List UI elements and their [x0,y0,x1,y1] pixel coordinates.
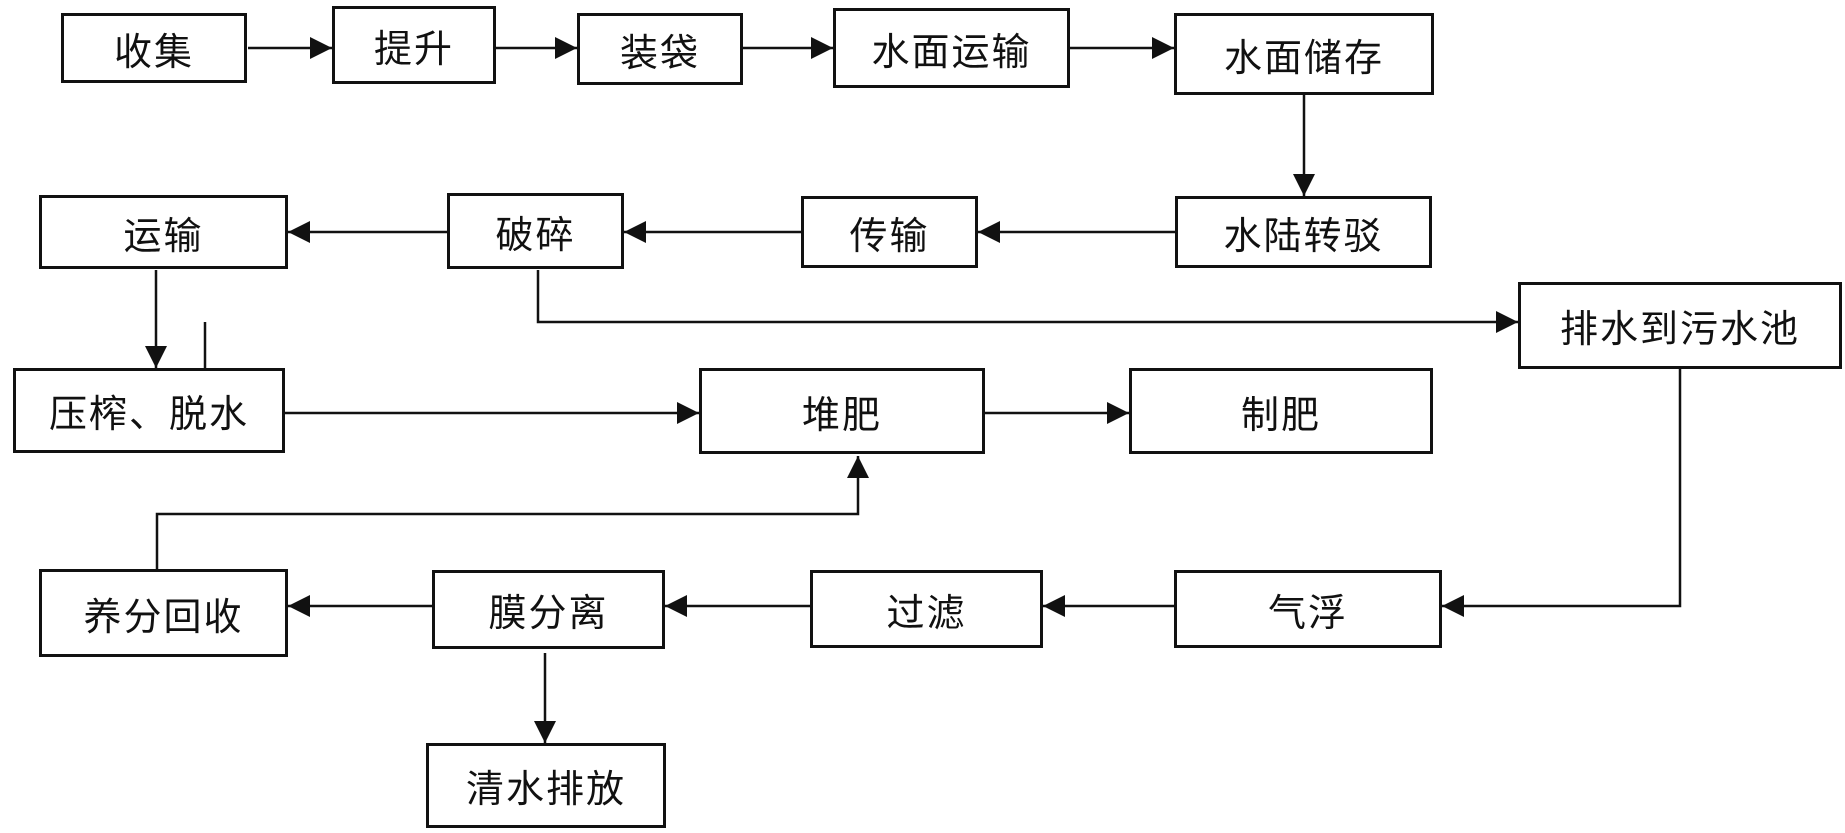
edge-drain-air-flotation [1442,369,1682,617]
node-crush: 破碎 [447,193,624,269]
node-nutrient-recovery: 养分回收 [39,569,288,657]
node-membrane: 膜分离 [432,570,665,649]
node-convey: 传输 [801,196,978,268]
edge-nutrient-compost [155,456,869,569]
node-water-land-transfer: 水陆转驳 [1175,196,1432,268]
node-lift: 提升 [332,6,496,84]
node-water-transport: 水面运输 [833,8,1070,88]
node-fertilizer: 制肥 [1129,368,1433,454]
node-press-dewater: 压榨、脱水 [13,368,285,453]
node-transport: 运输 [39,195,288,269]
edge-crush-drain [536,270,1518,333]
node-drain-sewage: 排水到污水池 [1518,282,1842,369]
node-air-flotation: 气浮 [1174,570,1442,648]
node-water-storage: 水面储存 [1174,13,1434,95]
node-filter: 过滤 [810,570,1043,648]
node-compost: 堆肥 [699,368,985,454]
node-collect: 收集 [61,13,247,83]
node-clean-discharge: 清水排放 [426,743,666,828]
node-bag: 装袋 [577,13,743,85]
